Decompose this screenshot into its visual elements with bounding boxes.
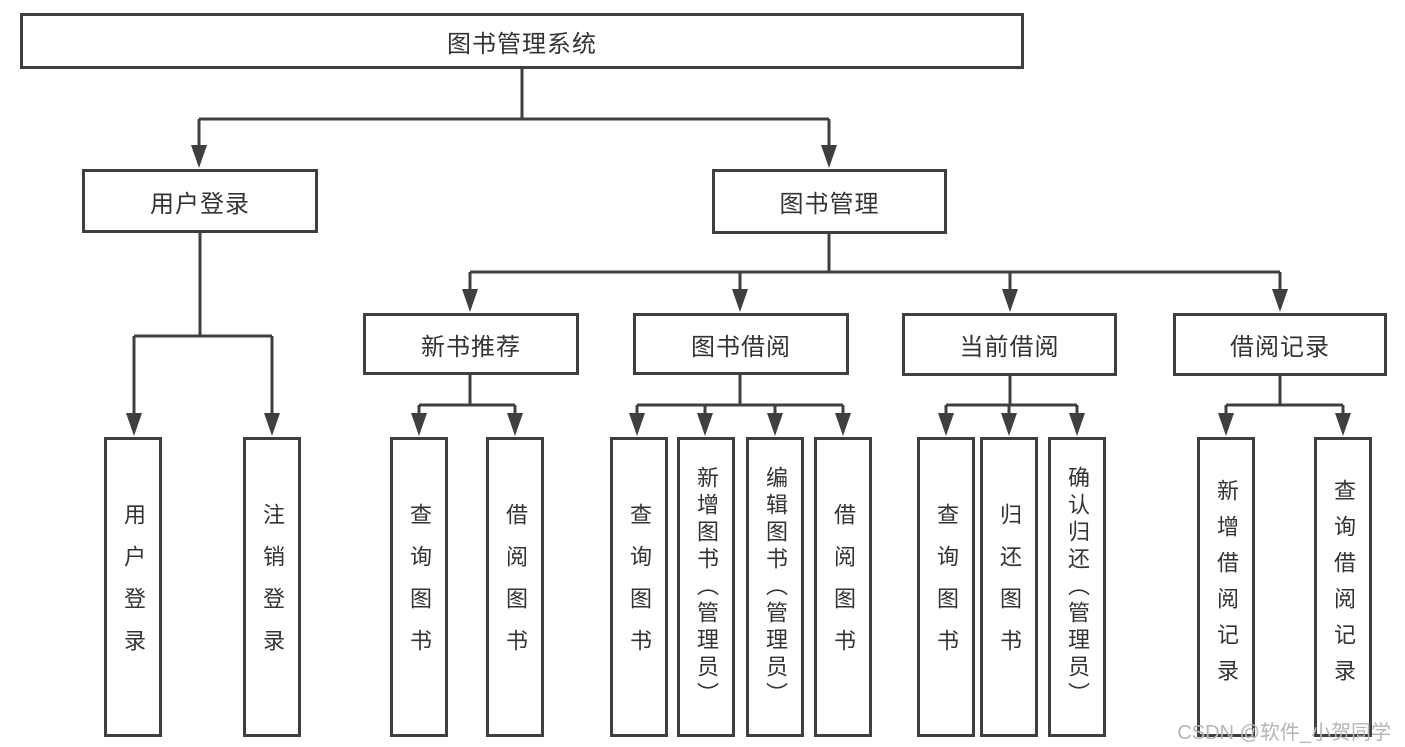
node-new-book-recommend: 新书推荐 bbox=[363, 313, 579, 375]
node-borrowing-records: 借阅记录 bbox=[1173, 313, 1387, 376]
leaf-label: 查询借阅记录 bbox=[1331, 479, 1356, 695]
leaf-label: 查询图书 bbox=[627, 503, 652, 671]
leaf-label: 查询图书 bbox=[934, 503, 959, 671]
leaf-borrow-books-recommend: 借阅图书 bbox=[486, 437, 544, 737]
leaf-user-login: 用户登录 bbox=[104, 437, 162, 737]
leaf-edit-books-admin: 编辑图书（管理员） bbox=[746, 437, 804, 737]
csdn-watermark: CSDN @软件_小贺同学 bbox=[1177, 722, 1391, 744]
node-label: 当前借阅 bbox=[959, 334, 1060, 361]
leaf-query-books-borrowing: 查询图书 bbox=[610, 437, 668, 737]
leaf-query-books-current: 查询图书 bbox=[917, 437, 975, 737]
leaf-label: 归还图书 bbox=[997, 503, 1022, 671]
leaf-label: 注销登录 bbox=[260, 503, 285, 671]
leaf-query-borrow-record: 查询借阅记录 bbox=[1314, 437, 1372, 737]
leaf-label: 用户登录 bbox=[121, 503, 146, 671]
node-label: 新书推荐 bbox=[421, 333, 521, 361]
leaf-add-borrow-record: 新增借阅记录 bbox=[1197, 437, 1255, 737]
leaf-label: 借阅图书 bbox=[831, 503, 856, 671]
node-label: 图书管理 bbox=[779, 191, 880, 218]
leaf-borrow-books: 借阅图书 bbox=[814, 437, 872, 737]
node-label: 图书借阅 bbox=[691, 333, 791, 361]
node-label: 图书管理系统 bbox=[447, 30, 597, 58]
leaf-label: 新增借阅记录 bbox=[1214, 479, 1239, 695]
leaf-label: 查询图书 bbox=[407, 503, 432, 671]
leaf-return-books: 归还图书 bbox=[980, 437, 1038, 737]
leaf-query-books-recommend: 查询图书 bbox=[390, 437, 448, 737]
node-label: 借阅记录 bbox=[1230, 334, 1330, 361]
leaf-logout: 注销登录 bbox=[243, 437, 301, 737]
leaf-label: 借阅图书 bbox=[503, 503, 528, 671]
leaf-confirm-return-admin: 确认归还（管理员） bbox=[1048, 437, 1106, 737]
node-user-login: 用户登录 bbox=[82, 169, 318, 233]
node-label: 用户登录 bbox=[150, 190, 250, 218]
leaf-add-books-admin: 新增图书（管理员） bbox=[677, 437, 735, 737]
node-root-system: 图书管理系统 bbox=[20, 13, 1024, 69]
leaf-label: 新增图书（管理员） bbox=[694, 465, 719, 709]
node-book-borrowing: 图书借阅 bbox=[633, 313, 849, 375]
leaf-label: 编辑图书（管理员） bbox=[763, 465, 788, 709]
node-current-borrowing: 当前借阅 bbox=[902, 313, 1117, 376]
leaf-label: 确认归还（管理员） bbox=[1065, 465, 1090, 709]
node-book-management: 图书管理 bbox=[712, 169, 947, 234]
